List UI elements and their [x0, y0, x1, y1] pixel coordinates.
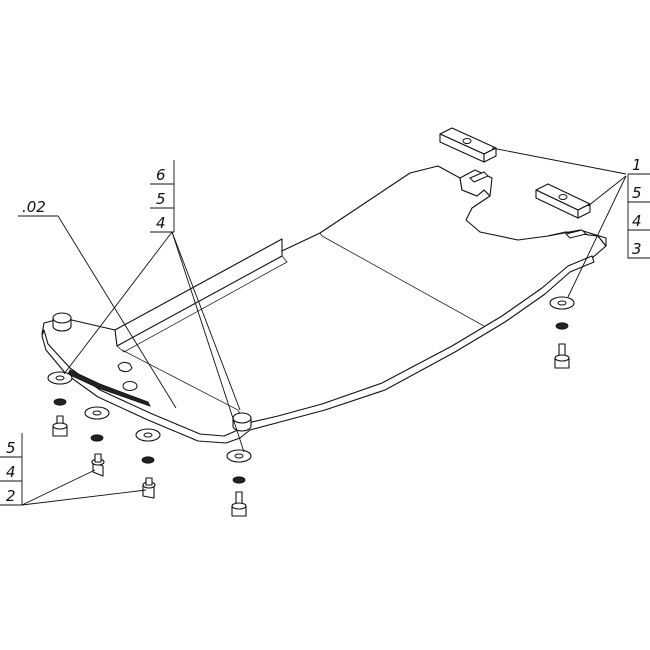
front-left-stud	[52, 312, 72, 332]
skid-plate	[41, 165, 607, 444]
front-right-stud	[232, 412, 252, 432]
skid-plate-front-lip	[41, 255, 595, 444]
callout-top-right: 1 5 4 3	[491, 147, 650, 298]
fastener-stack-c	[135, 428, 161, 499]
callout-top-right-5: 5	[632, 184, 642, 202]
front-hole	[122, 381, 138, 391]
front-slot	[117, 361, 133, 373]
callout-top-right-3: 3	[632, 240, 642, 258]
rear-bracket-left	[439, 127, 497, 163]
rear-fastener-stack	[549, 296, 575, 369]
callout-left-top: 6 5 4	[63, 160, 245, 453]
callout-bottom-left: 5 4 2	[0, 433, 147, 506]
callout-bottom-left-2: 2	[6, 487, 16, 505]
fastener-stack-b	[84, 406, 110, 477]
callout-bottom-left-4: 4	[6, 463, 16, 481]
callout-top-right-1: 1	[632, 156, 642, 174]
callout-part-ref: .02	[18, 198, 177, 409]
part-ref-label: .02	[22, 198, 46, 216]
callout-bottom-left-5: 5	[6, 439, 16, 457]
fastener-stack-a	[47, 371, 73, 437]
callout-top-right-4: 4	[632, 212, 642, 230]
bolt	[554, 343, 570, 369]
bend-line-middle	[321, 235, 485, 327]
callout-left-top-6: 6	[156, 166, 166, 184]
callout-left-top-4: 4	[156, 214, 166, 232]
rear-bracket-right	[535, 183, 591, 219]
spring-washer	[555, 322, 569, 330]
callout-left-top-5: 5	[156, 190, 166, 208]
fastener-stack-d	[226, 449, 252, 517]
